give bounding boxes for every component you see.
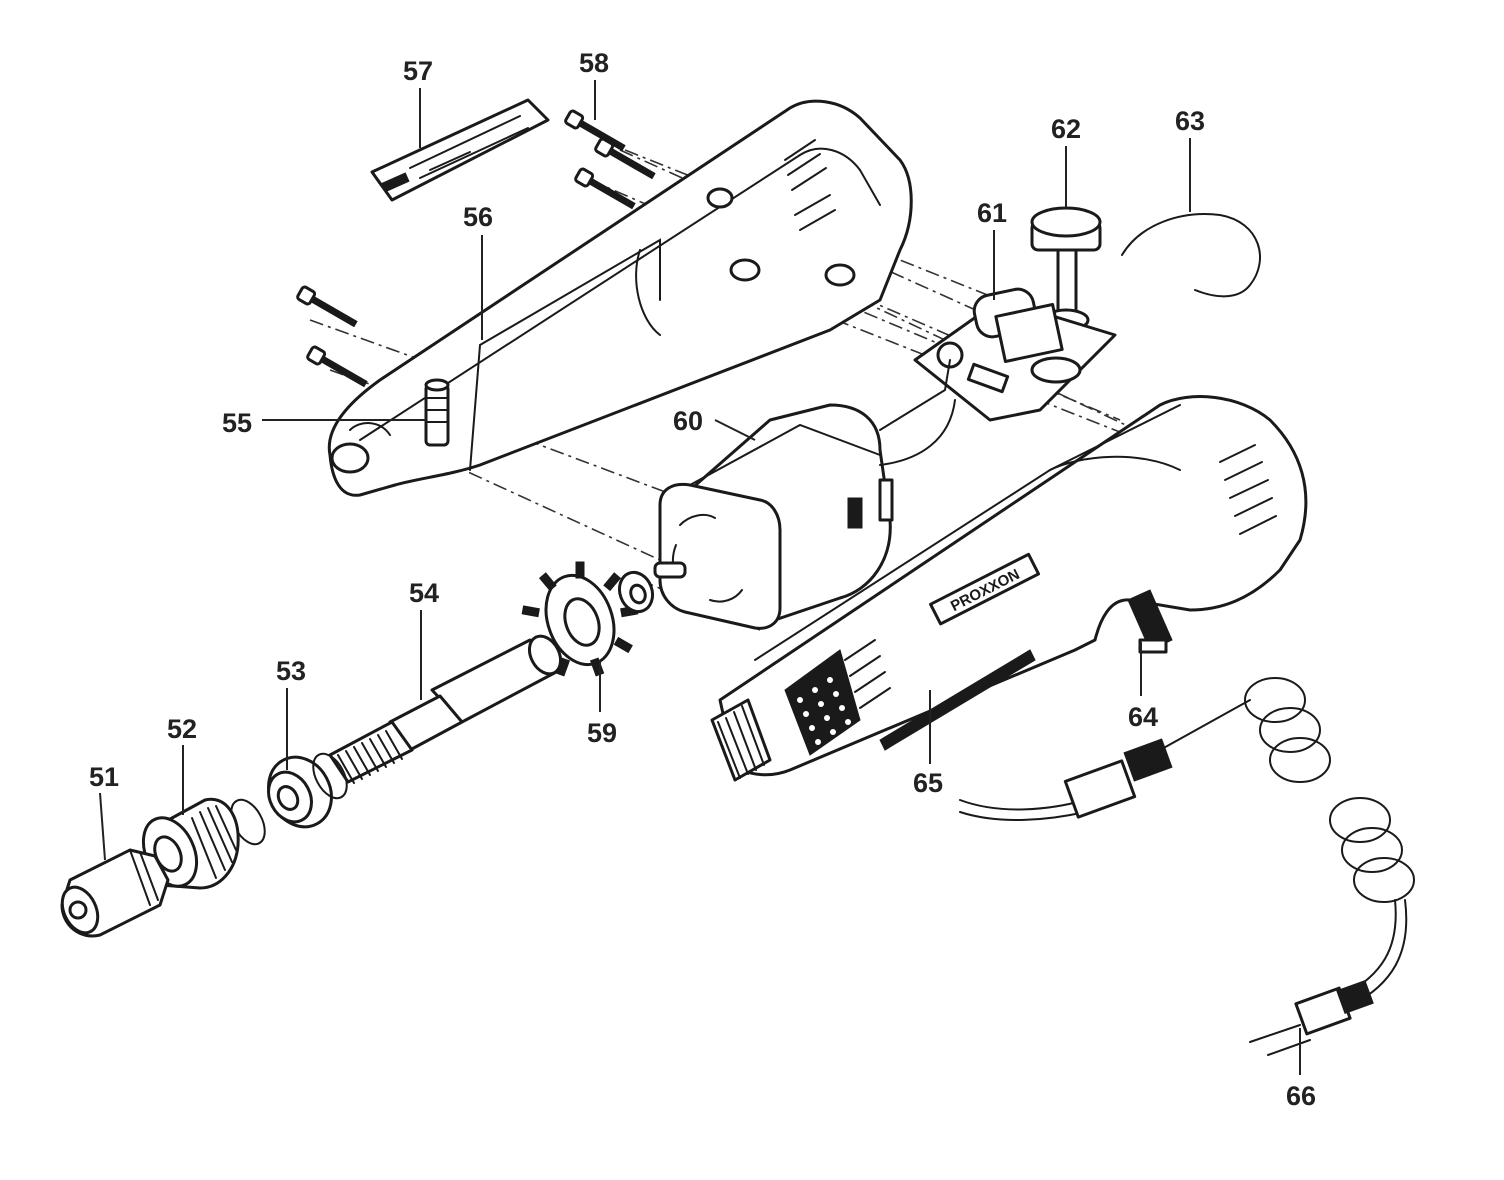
housing-screws [296,109,656,388]
coiled-cord-upper [1244,677,1331,783]
part-label-64: 64 [1128,702,1158,732]
drill-chuck [60,848,170,938]
part-label-59: 59 [587,718,617,748]
part-label-52: 52 [167,714,197,744]
switch-pin [424,378,450,447]
housing-vent-slots [784,139,836,231]
rear-vent-slots [1219,444,1277,535]
part-label-62: 62 [1051,114,1081,144]
part-number-labels: 51 52 53 54 55 56 57 58 59 60 61 62 63 6… [89,48,1316,1111]
knurled-nut [141,797,240,890]
retaining-clip [1121,213,1261,298]
part-label-60: 60 [673,406,703,436]
knurl-pattern [191,805,237,879]
leader-lines [99,80,1301,1075]
part-label-54: 54 [409,578,439,608]
part-label-63: 63 [1175,106,1205,136]
part-label-57: 57 [403,56,433,86]
part-label-53: 53 [276,656,306,686]
spindle [328,634,563,784]
ball-bearing [267,755,333,829]
power-cord [959,677,1415,1056]
grip-dot-panel [784,649,861,756]
part-label-56: 56 [463,202,493,232]
front-vent-slots [844,639,891,709]
coiled-cord-lower [1329,797,1415,903]
housing-half-shell [327,99,913,497]
rating-plate [370,98,550,202]
circuit-board [913,287,1117,422]
part-label-65: 65 [913,768,943,798]
cooling-fan [521,561,639,677]
drill-nose-thread [710,698,772,782]
part-label-61: 61 [977,198,1007,228]
part-label-58: 58 [579,48,609,78]
part-label-55: 55 [222,408,252,438]
part-label-66: 66 [1286,1081,1316,1111]
electric-motor [653,359,956,630]
spindle-thread [337,730,403,784]
spring-ring-upper [312,752,348,800]
drill-body: PROXXON [710,395,1308,782]
motor-pinion [617,570,655,614]
part-label-51: 51 [89,762,119,792]
